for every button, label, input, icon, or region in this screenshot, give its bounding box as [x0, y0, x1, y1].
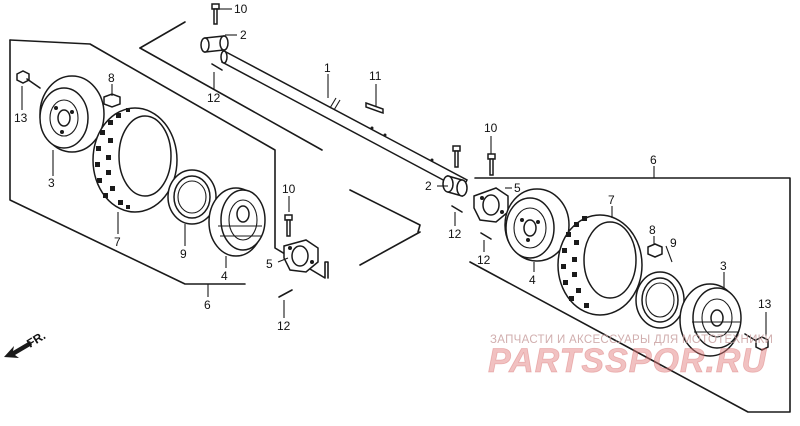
brake-drum-left — [208, 187, 266, 257]
label-part-3-right: 3 — [720, 259, 727, 273]
label-part-5-left: 5 — [266, 257, 273, 271]
wheel-hub-right — [679, 283, 742, 357]
bolt-left-hub — [284, 214, 293, 237]
watermark: ЗАПЧАСТИ И АКСЕССУАРЫ ДЛЯ МОТОТЕХНИКИ PA… — [488, 334, 773, 380]
label-part-12-center: 12 — [448, 227, 462, 241]
hub-flange-left — [283, 239, 319, 273]
hub-flange-right — [473, 187, 509, 223]
part-labels: 1 2 2 3 3 4 4 5 5 6 6 7 7 8 8 9 9 10 10 … — [14, 2, 772, 333]
pin-center — [451, 205, 463, 213]
collar-upper — [200, 35, 229, 53]
label-part-4-right: 4 — [529, 273, 536, 287]
label-part-12-lower: 12 — [277, 319, 291, 333]
label-part-12-upper: 12 — [207, 91, 221, 105]
tire-left — [92, 107, 178, 213]
pin-upper-left — [211, 63, 223, 71]
axle-frame — [139, 21, 421, 266]
brake-drum-right — [504, 188, 570, 262]
bolt-right — [487, 153, 496, 176]
label-part-8-left: 8 — [108, 71, 115, 85]
watermark-logo: PARTSSPOR.RU — [488, 342, 767, 380]
label-part-12-right: 12 — [477, 253, 491, 267]
right-assembly-frame — [469, 177, 791, 413]
label-part-4-left: 4 — [221, 269, 228, 283]
bolt-top — [211, 3, 220, 25]
label-part-13-left: 13 — [14, 111, 28, 125]
rear-axle-shaft — [220, 50, 468, 192]
label-part-10-left: 10 — [282, 182, 296, 196]
label-part-9-right: 9 — [670, 236, 677, 250]
label-part-11: 11 — [369, 69, 382, 83]
wheel-hub-left — [39, 75, 105, 153]
label-part-10-center: 10 — [484, 121, 498, 135]
label-part-6-right: 6 — [650, 153, 657, 167]
pin-right — [480, 232, 492, 240]
label-part-7-left: 7 — [114, 235, 121, 249]
leader-lines — [21, 8, 767, 336]
lug-bolt-right — [744, 333, 769, 351]
label-part-2-lower: 2 — [425, 179, 432, 193]
tire-right — [557, 214, 643, 316]
label-part-7-right: 7 — [608, 193, 615, 207]
seal-left — [167, 169, 217, 225]
lug-bolt-left — [16, 70, 41, 89]
valve-right — [647, 243, 663, 258]
label-part-10-top: 10 — [234, 2, 248, 16]
label-part-5-right: 5 — [514, 181, 521, 195]
collar-lower — [442, 175, 468, 197]
label-part-6-left: 6 — [204, 298, 211, 312]
pin-lower-left — [278, 289, 293, 298]
label-part-13-right: 13 — [758, 297, 772, 311]
label-part-9-left: 9 — [180, 247, 187, 261]
label-part-2-upper: 2 — [240, 28, 247, 42]
label-part-8-right: 8 — [649, 223, 656, 237]
key — [365, 101, 384, 115]
front-arrow-icon — [4, 341, 32, 358]
label-part-1: 1 — [324, 61, 331, 75]
bolt-center — [452, 145, 461, 168]
front-direction-indicator: FR. — [4, 328, 48, 358]
watermark-caption: ЗАПЧАСТИ И АКСЕССУАРЫ ДЛЯ МОТОТЕХНИКИ — [490, 334, 773, 346]
label-part-3-left: 3 — [48, 176, 55, 190]
seal-right — [635, 271, 685, 329]
